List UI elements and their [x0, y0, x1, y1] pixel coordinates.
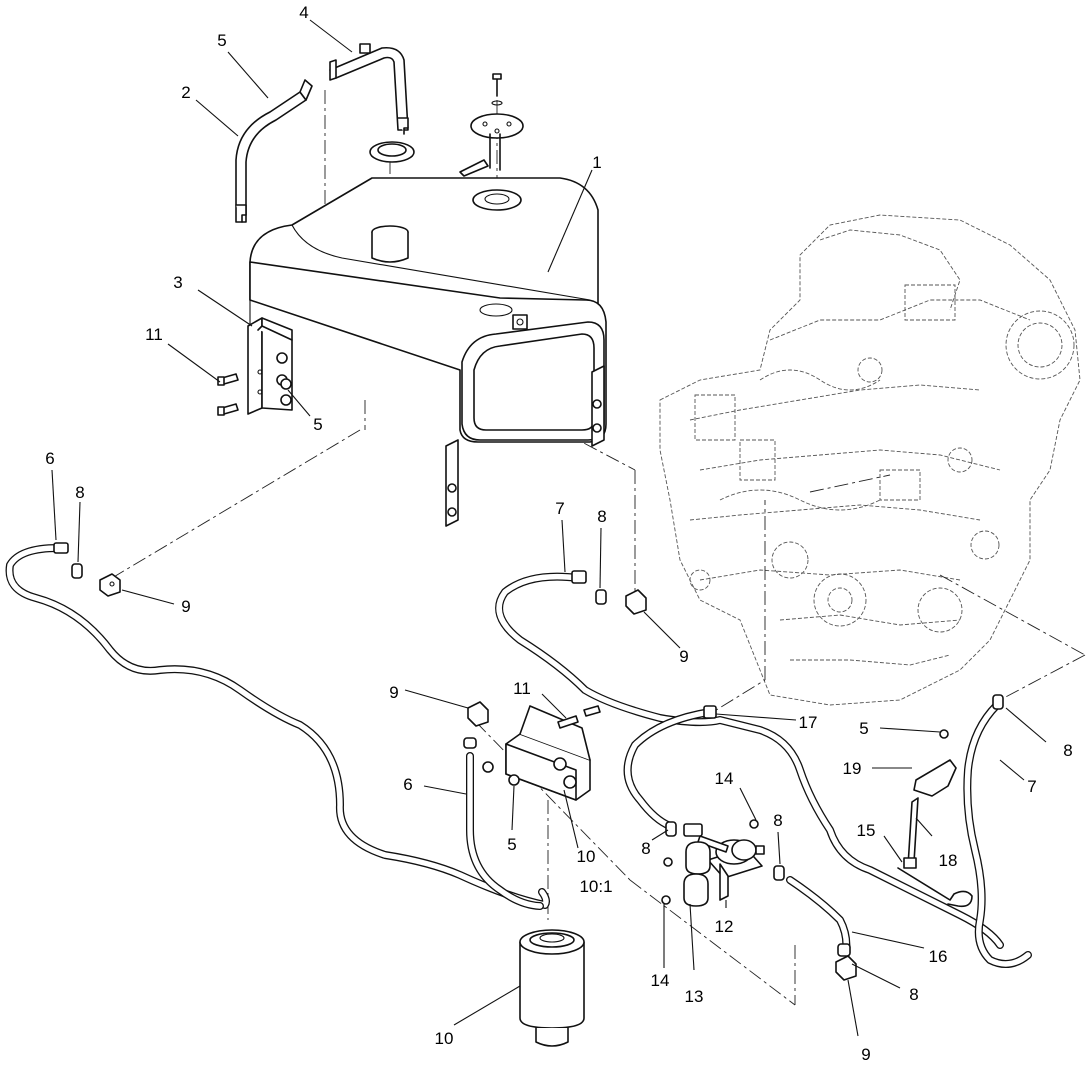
leader-lines	[51, 19, 1047, 1037]
callout-2: 2	[181, 83, 190, 102]
callout-7: 7	[555, 499, 564, 518]
callout-16: 16	[929, 947, 948, 966]
fuel-filter	[519, 929, 585, 1047]
callout-18: 18	[939, 851, 958, 870]
clamp-bracket	[903, 729, 957, 869]
fuel-hose-6-lower	[466, 752, 544, 910]
callout-5: 5	[859, 719, 868, 738]
fuel-hose-7-right	[963, 701, 1032, 968]
assembly-centerlines	[111, 90, 1086, 1006]
callout-5: 5	[313, 415, 322, 434]
callout-8: 8	[597, 507, 606, 526]
hose-clamp-8-left	[71, 563, 83, 579]
callout-11: 11	[145, 325, 163, 344]
elbow-fitting-9-lower	[835, 955, 857, 981]
callout-8: 8	[773, 811, 782, 830]
hose-clamp-8-pump-right	[773, 865, 785, 881]
callout-9: 9	[679, 647, 688, 666]
electric-fuel-pump	[683, 823, 765, 901]
callout-8: 8	[909, 985, 918, 1004]
callout-6: 6	[403, 775, 412, 794]
engine-illustration	[659, 214, 1081, 706]
callout-14: 14	[715, 769, 734, 788]
fuel-hose-6	[5, 542, 550, 909]
callout-11: 11	[513, 679, 531, 698]
callout-labels: 1 2 3 4 5 5 5 5 6 6 7 7 8 8 8 8 8 8 9 9 …	[45, 3, 1072, 1064]
callout-8: 8	[1063, 741, 1072, 760]
callout-4: 4	[299, 3, 308, 22]
hose-clamp-8-middle	[595, 589, 607, 605]
filler-neck-seal	[369, 141, 415, 163]
bracket-bolts	[217, 373, 292, 416]
callout-1: 1	[592, 153, 601, 172]
fuel-hose-17	[623, 705, 717, 830]
callout-14: 14	[651, 971, 670, 990]
callout-15: 15	[857, 821, 876, 840]
callout-10-1: 10:1	[579, 877, 612, 896]
cable-tie	[897, 867, 973, 908]
callout-3: 3	[173, 273, 182, 292]
callout-6: 6	[45, 449, 54, 468]
hose-clamp-8-pump-left	[665, 821, 677, 837]
callout-9: 9	[861, 1045, 870, 1064]
callout-8: 8	[75, 483, 84, 502]
elbow-fitting-9-middle	[625, 589, 647, 615]
callout-19: 19	[843, 759, 862, 778]
callout-9: 9	[181, 597, 190, 616]
fuel-hose-16	[786, 876, 851, 956]
elbow-fitting-9-left	[99, 573, 121, 597]
callout-5: 5	[507, 835, 516, 854]
callout-10: 10	[435, 1029, 454, 1048]
fuel-hose-7-middle	[495, 570, 1004, 949]
callout-7: 7	[1027, 777, 1036, 796]
hose-clamp-8-filter	[463, 737, 477, 749]
callout-17: 17	[799, 713, 818, 732]
hose-clamp-8-right	[992, 694, 1004, 710]
callout-10: 10	[577, 847, 596, 866]
rubber-isolators	[661, 819, 759, 907]
fuel-sender-assembly	[459, 73, 524, 211]
callout-5: 5	[217, 31, 226, 50]
callout-13: 13	[685, 987, 704, 1006]
fuel-tank	[249, 177, 607, 443]
callout-8: 8	[641, 839, 650, 858]
tank-mount-bracket-right	[445, 365, 605, 527]
elbow-fitting-9-filter	[467, 701, 489, 727]
tank-strap-left	[235, 79, 313, 223]
hose-clamp-8-lower	[837, 943, 851, 957]
tank-strap-right	[329, 43, 409, 135]
callout-9: 9	[389, 683, 398, 702]
callout-12: 12	[715, 917, 734, 936]
filter-head-bracket	[482, 705, 601, 801]
